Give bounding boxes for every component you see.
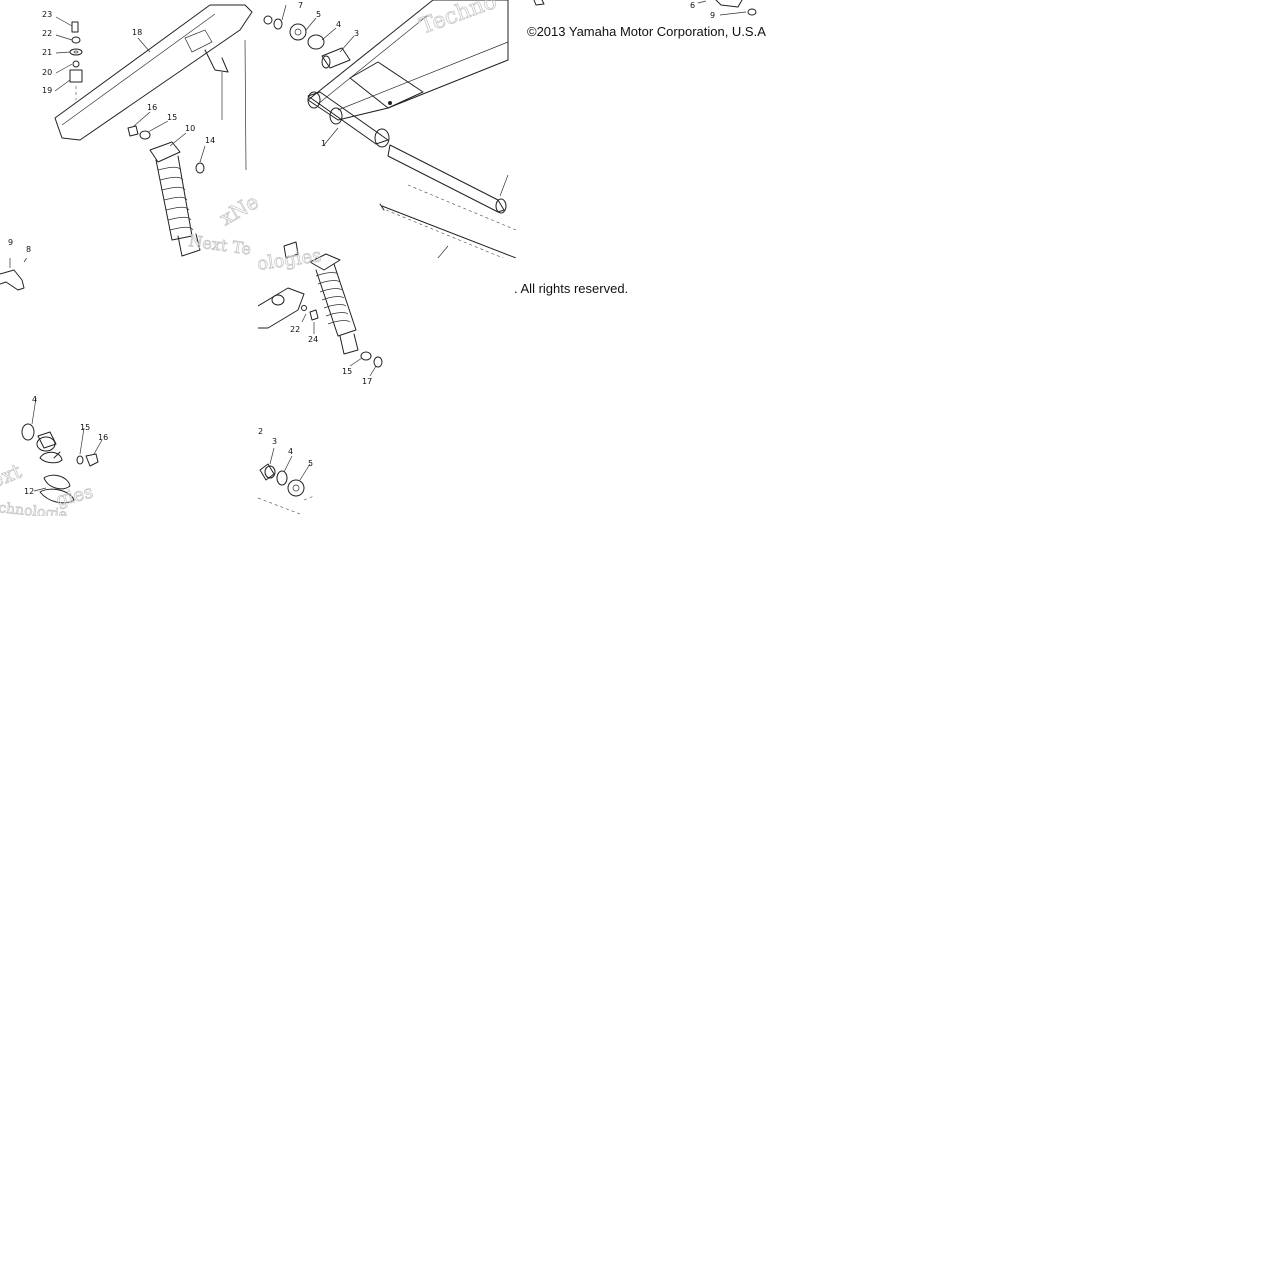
diagram-tile-fender-partial: 9 bbox=[0, 258, 258, 298]
fender-partial-drawing: 9 bbox=[0, 258, 28, 291]
second-shock-drawing: 22 24 15 17 ologies bbox=[258, 241, 383, 386]
callout-label: 21 bbox=[42, 48, 52, 57]
washer-set-drawing: 2 3 4 5 bbox=[258, 427, 315, 515]
callout-label: 15 bbox=[342, 367, 352, 376]
diagram-tile-second-shock: 22 24 15 17 ologies bbox=[258, 236, 388, 388]
fender-callouts: 9 8 bbox=[8, 238, 31, 254]
callout-label: 10 bbox=[185, 124, 195, 133]
callout-label: 19 bbox=[42, 86, 52, 95]
diagram-tile-washer-set: 2 3 4 5 bbox=[258, 420, 338, 516]
callout-label: 22 bbox=[290, 325, 300, 334]
callout-label: 16 bbox=[147, 103, 157, 112]
diagram-tile-swing-arm: 7 5 4 3 1 Techno chnologie bbox=[258, 0, 516, 258]
callout-label: 5 bbox=[316, 10, 321, 19]
callout-label: 20 bbox=[42, 68, 52, 77]
callout-label: 4 bbox=[32, 395, 37, 404]
callout-label: 15 bbox=[167, 113, 177, 122]
watermark-text: xNe bbox=[216, 189, 259, 230]
callout-label: 5 bbox=[308, 459, 313, 468]
copyright-notice-continued: . All rights reserved. bbox=[514, 281, 629, 296]
top-right-parts-drawing: 6 9 bbox=[533, 0, 757, 20]
diagram-tile-top-right-parts: 6 9 bbox=[516, 0, 774, 30]
callout-label: 23 bbox=[42, 10, 52, 19]
callout-label: 1 bbox=[321, 139, 326, 148]
watermark-text: ologies bbox=[258, 245, 323, 275]
diagram-tile-chain-case-shock: 23 22 21 20 19 18 16 15 10 14 xNe Next T… bbox=[0, 0, 258, 258]
callout-label: 24 bbox=[308, 335, 318, 344]
callout-label: 18 bbox=[132, 28, 142, 37]
callout-label: 16 bbox=[98, 433, 108, 442]
callout-label: 9 bbox=[710, 11, 715, 20]
callout-label: 4 bbox=[288, 447, 293, 456]
watermark-text: ext bbox=[0, 459, 25, 493]
bushing-hardware-drawing: 4 15 16 12 ext gies chnologie bbox=[0, 395, 108, 516]
callout-label: 14 bbox=[205, 136, 215, 145]
callout-label: 22 bbox=[42, 29, 52, 38]
callout-label: 15 bbox=[80, 423, 90, 432]
watermark-text: Next Te bbox=[187, 231, 252, 258]
watermark-text: Techno bbox=[417, 0, 501, 40]
callout-label: 3 bbox=[272, 437, 277, 446]
pivot-dot bbox=[388, 101, 392, 105]
callout-label: 12 bbox=[24, 487, 34, 496]
callout-label: 4 bbox=[336, 20, 341, 29]
callout-label: 7 bbox=[298, 1, 303, 10]
callout-label: 2 bbox=[258, 427, 263, 436]
callout-label: 17 bbox=[362, 377, 372, 386]
copyright-notice: ©2013 Yamaha Motor Corporation, U.S.A bbox=[527, 24, 766, 39]
callout-label: 3 bbox=[354, 29, 359, 38]
diagram-tile-bushing-hardware: 4 15 16 12 ext gies chnologie bbox=[0, 388, 130, 516]
callout-label: 8 bbox=[26, 245, 31, 254]
swing-arm-drawing: 7 5 4 3 1 Techno chnologie bbox=[258, 0, 516, 258]
callout-label: 9 bbox=[8, 238, 13, 247]
callout-label: 6 bbox=[690, 1, 695, 10]
chain-case-shock-drawing: 23 22 21 20 19 18 16 15 10 14 xNe Next T… bbox=[42, 4, 259, 258]
